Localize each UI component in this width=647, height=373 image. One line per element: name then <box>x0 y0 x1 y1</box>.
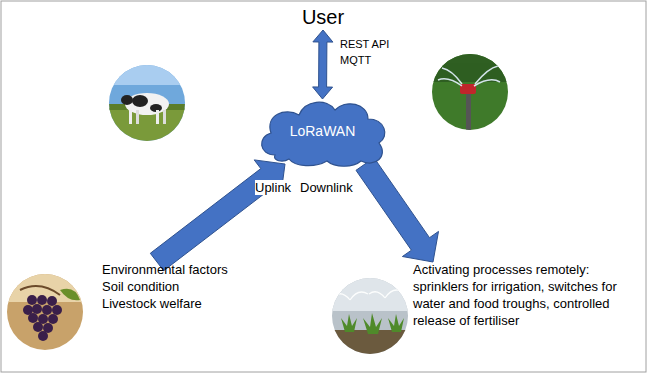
sensor-list: Environmental factorsSoil conditionLives… <box>102 262 272 313</box>
sprinkler-photo <box>430 52 510 132</box>
user-label: User <box>0 4 647 30</box>
protocol-label: MQTT <box>340 54 371 66</box>
grapes-photo <box>5 272 85 352</box>
node-text: Activating processes remotely: sprinkler… <box>413 262 641 330</box>
edge-label: Downlink <box>300 180 353 195</box>
edge-label: Uplink <box>255 180 291 195</box>
protocol-label: REST API <box>340 38 389 50</box>
block-arrow <box>150 160 285 271</box>
irrigation-photo <box>330 276 410 356</box>
node-text: Livestock welfare <box>102 296 272 313</box>
block-arrow <box>356 158 439 262</box>
double-arrow <box>313 30 333 99</box>
node-text: User <box>0 4 647 30</box>
cloud-shape: LoRaWAN <box>255 95 390 168</box>
cow-photo <box>105 60 195 153</box>
cloud-label: LoRaWAN <box>290 122 356 140</box>
node-text: Environmental factors <box>102 262 272 279</box>
action-text: Activating processes remotely: sprinkler… <box>413 262 641 330</box>
node-text: Soil condition <box>102 279 272 296</box>
